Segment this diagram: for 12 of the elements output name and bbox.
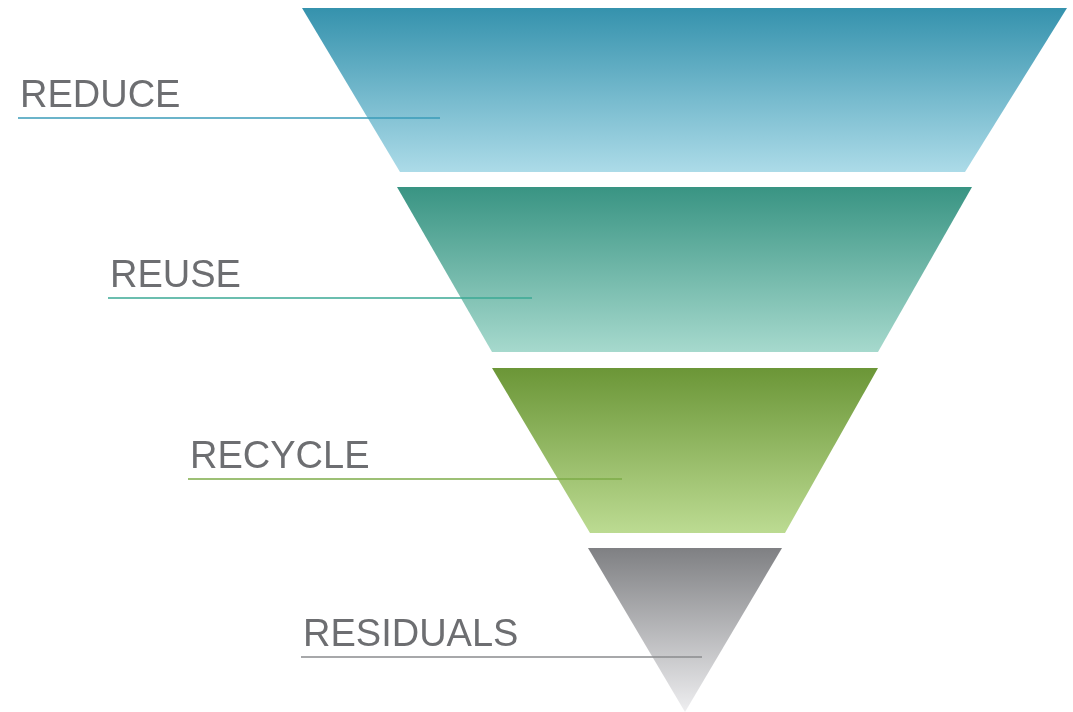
triangle-band	[588, 548, 782, 712]
trapezoid-band	[492, 368, 878, 533]
tier-label: REDUCE	[20, 74, 181, 114]
leader-line	[17, 117, 441, 119]
tier-label: REUSE	[110, 254, 241, 294]
leader-line	[187, 478, 623, 480]
trapezoid-band	[397, 187, 972, 352]
leader-line	[107, 297, 533, 299]
leader-line	[300, 656, 703, 658]
trapezoid-band	[302, 8, 1067, 172]
tier-label: RECYCLE	[190, 435, 370, 475]
tier-label: RESIDUALS	[303, 613, 519, 653]
